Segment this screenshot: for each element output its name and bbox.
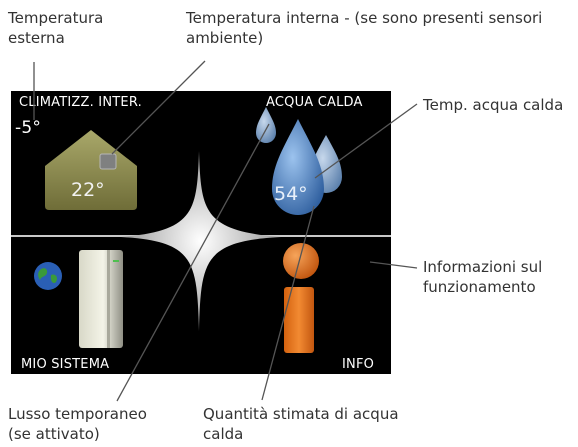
house-icon xyxy=(45,130,137,210)
heat-pump-icon[interactable] xyxy=(77,248,125,350)
callout-estimated-hot-water: Quantità stimata di acqua calda xyxy=(203,405,399,443)
indoor-temperature-value: 22° xyxy=(71,179,105,201)
info-icon[interactable] xyxy=(276,241,326,356)
quadrant-label-info[interactable]: INFO xyxy=(342,357,375,372)
callout-outdoor-temperature: Temperatura esterna xyxy=(8,9,104,47)
quadrant-label-my-system[interactable]: MIO SISTEMA xyxy=(21,357,110,372)
selector-star-icon[interactable] xyxy=(11,91,391,374)
callout-operation-info: Informazioni sul funzionamento xyxy=(423,258,543,296)
quadrant-label-hot-water[interactable]: ACQUA CALDA xyxy=(266,95,363,110)
hot-water-temperature-value: 54° xyxy=(274,183,308,205)
indoor-climate-tile[interactable]: 22° xyxy=(41,126,141,211)
callout-temporary-lux: Lusso temporaneo (se attivato) xyxy=(8,405,147,443)
display-screen: CLIMATIZZ. INTER. ACQUA CALDA MIO SISTEM… xyxy=(11,91,391,374)
callout-indoor-temperature: Temperatura interna - (se sono presenti … xyxy=(186,9,543,47)
globe-icon xyxy=(34,262,62,290)
hot-water-tile[interactable]: 54° xyxy=(246,107,356,227)
callout-hot-water-temperature: Temp. acqua calda xyxy=(423,96,564,114)
quadrant-label-indoor-climate[interactable]: CLIMATIZZ. INTER. xyxy=(19,95,142,110)
outdoor-temperature-value: -5° xyxy=(15,118,42,138)
water-drops-icon xyxy=(256,107,342,215)
